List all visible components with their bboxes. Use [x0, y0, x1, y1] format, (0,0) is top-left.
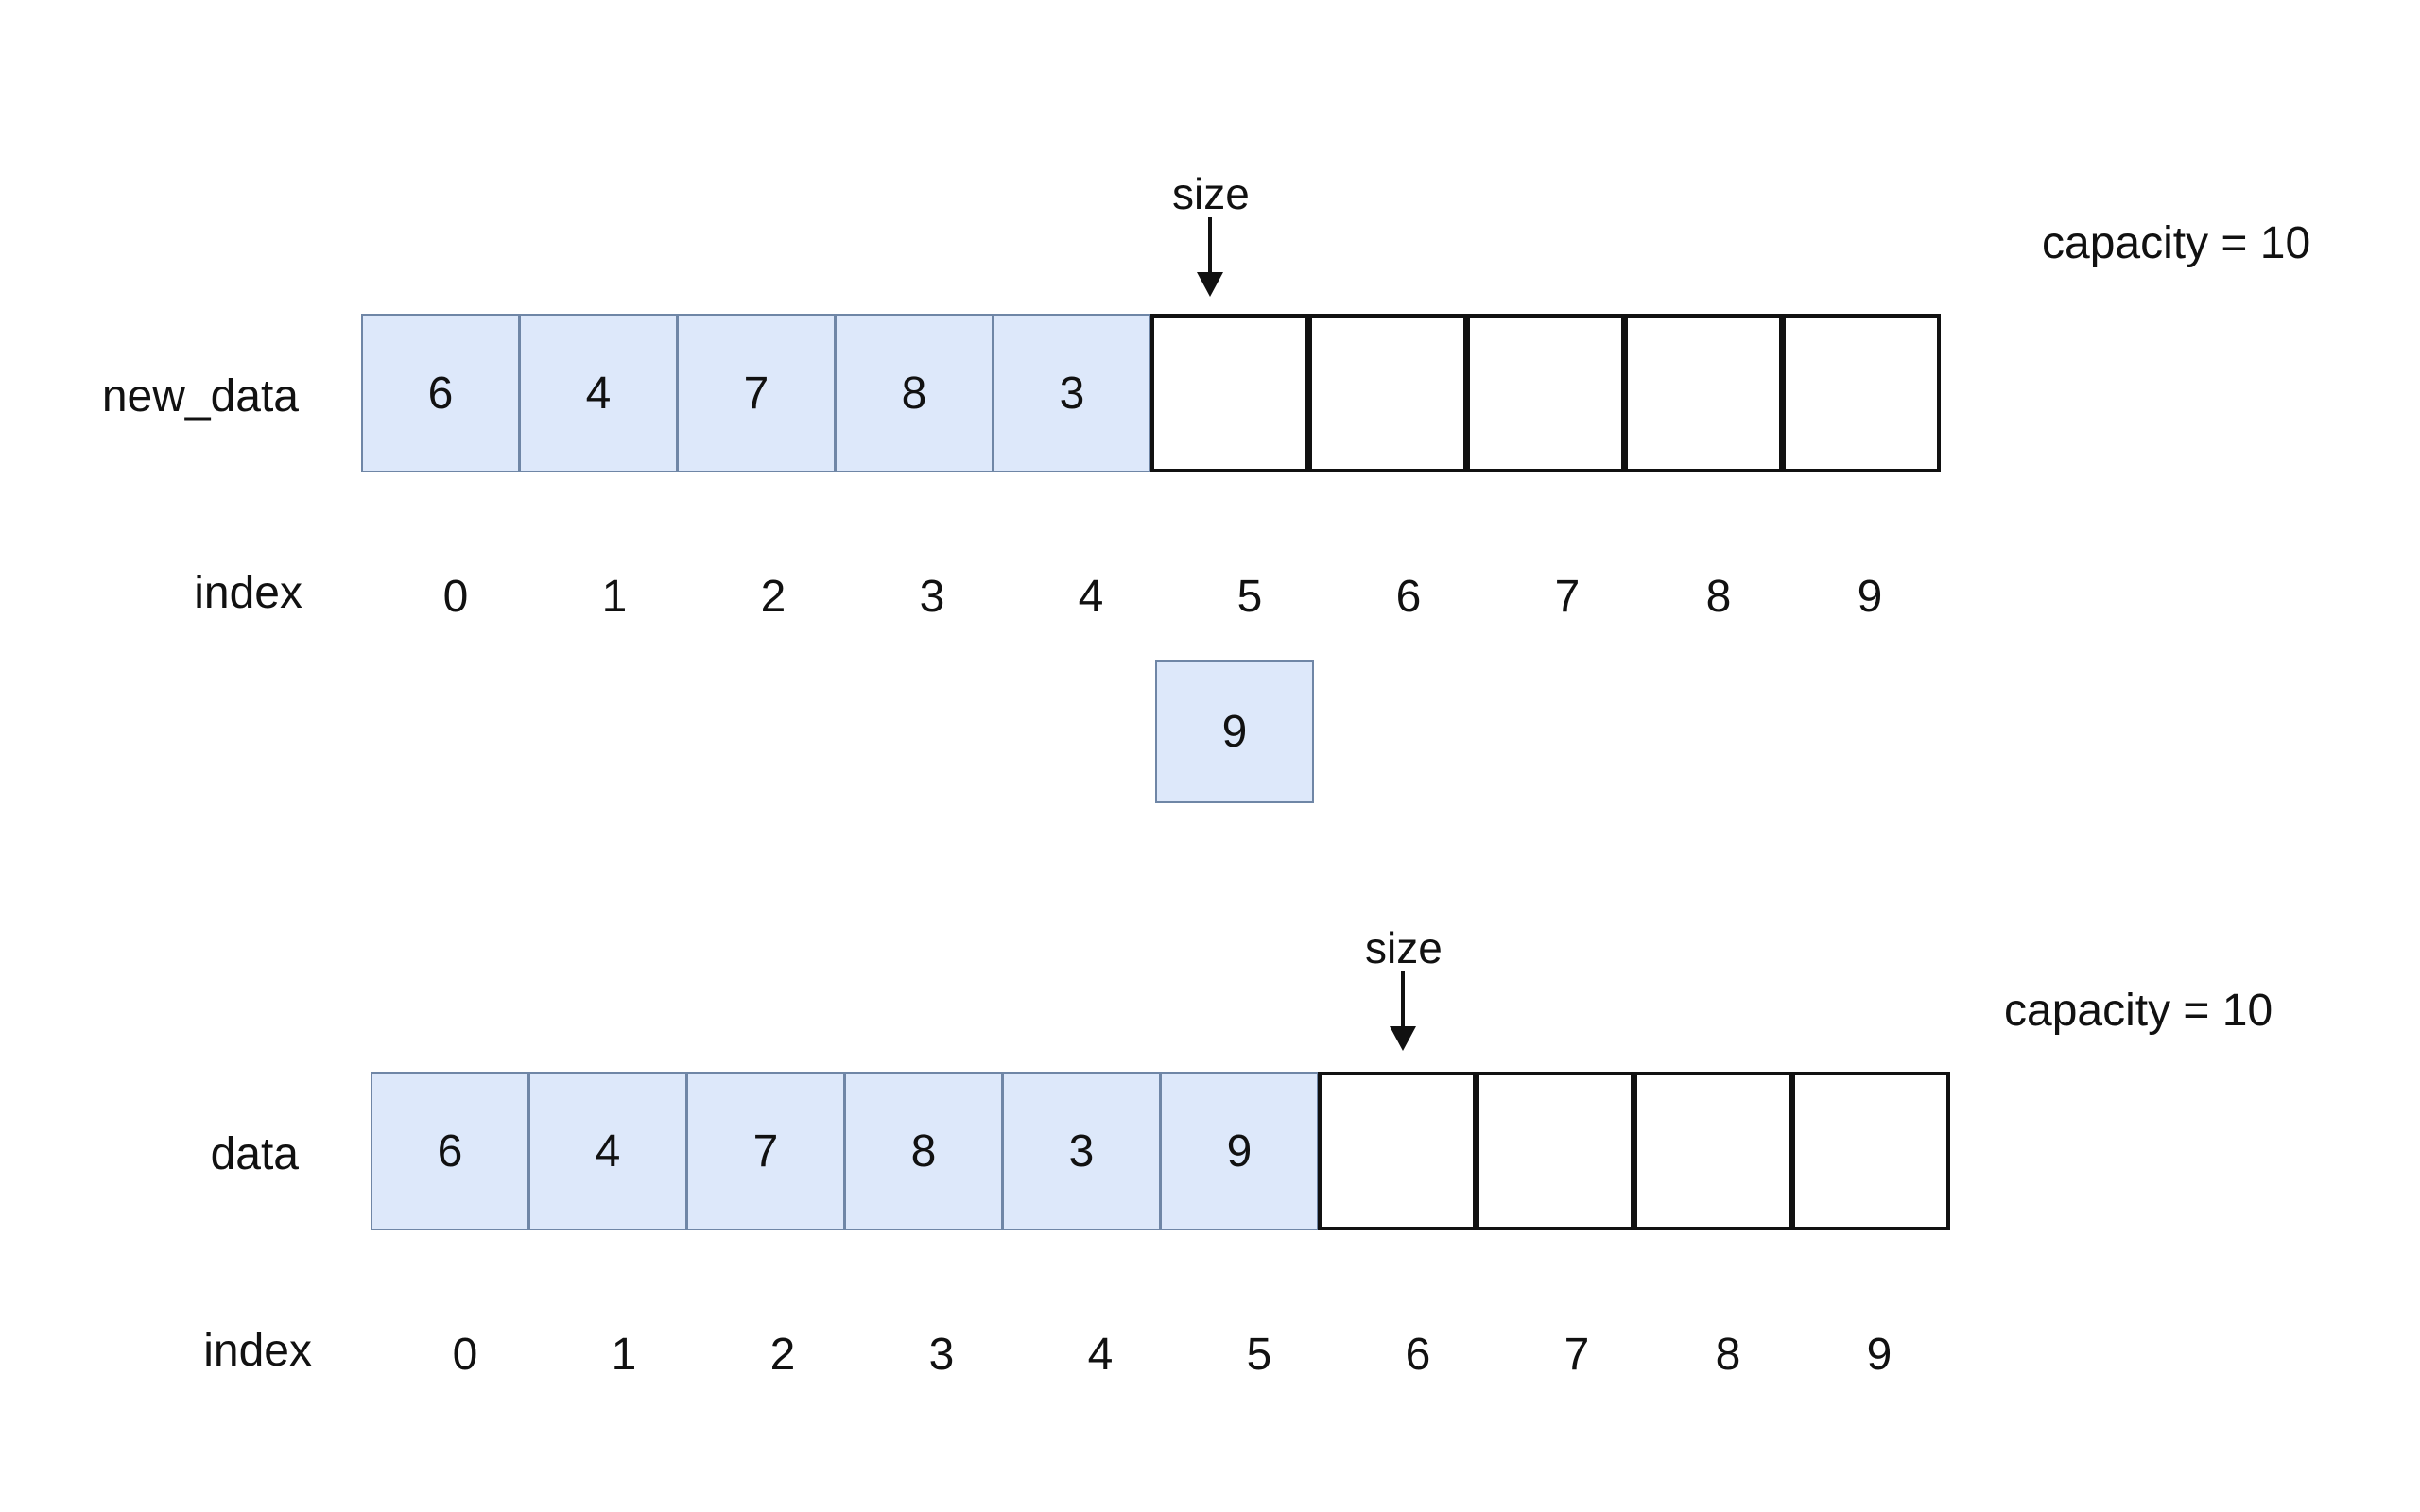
top-array-cell-empty — [1308, 314, 1467, 472]
bottom-array-cell-empty — [1791, 1072, 1950, 1230]
top-index-number: 0 — [442, 572, 469, 622]
top-array-cell-empty — [1782, 314, 1941, 472]
bottom-capacity-text: capacity = 10 — [2004, 986, 2273, 1036]
bottom-index-number: 6 — [1405, 1330, 1431, 1380]
top-size-label: size — [1172, 169, 1250, 218]
top-array-cell: 6 — [361, 314, 520, 472]
bottom-array-cell: 6 — [371, 1072, 529, 1230]
bottom-index-number: 2 — [769, 1330, 796, 1380]
top-index-number: 2 — [760, 572, 786, 622]
bottom-index-row: 0 1 2 3 4 5 6 7 8 9 — [386, 1329, 1993, 1385]
bottom-array-label: data — [210, 1129, 299, 1179]
bottom-index-number: 1 — [611, 1330, 637, 1380]
top-array-cell: 3 — [993, 314, 1151, 472]
bottom-size-label: size — [1365, 923, 1443, 972]
top-array-label: new_data — [101, 371, 299, 421]
top-index-number: 5 — [1236, 572, 1263, 622]
top-index-number: 7 — [1554, 572, 1581, 622]
bottom-index-number: 8 — [1715, 1330, 1741, 1380]
bottom-size-pointer: size — [1365, 923, 1443, 1055]
top-array-cell-empty — [1150, 314, 1309, 472]
top-array-cell: 4 — [519, 314, 678, 472]
top-index-number: 3 — [919, 572, 945, 622]
down-arrow-icon — [1197, 217, 1223, 297]
bottom-array: 6 4 7 8 3 9 — [371, 1072, 1950, 1230]
top-index-number: 1 — [601, 572, 628, 622]
bottom-index-number: 5 — [1246, 1330, 1272, 1380]
top-array-cell-empty — [1624, 314, 1783, 472]
bottom-index-number: 4 — [1087, 1330, 1114, 1380]
top-index-number: 9 — [1857, 572, 1883, 622]
bottom-index-number: 9 — [1866, 1330, 1893, 1380]
bottom-array-cell-empty — [1476, 1072, 1634, 1230]
top-array-cell: 7 — [677, 314, 836, 472]
bottom-index-number: 7 — [1564, 1330, 1590, 1380]
bottom-array-cell-empty — [1318, 1072, 1477, 1230]
top-size-pointer: size — [1172, 169, 1250, 301]
bottom-array-cell: 8 — [844, 1072, 1003, 1230]
top-index-number: 6 — [1395, 572, 1422, 622]
top-index-number: 8 — [1705, 572, 1732, 622]
bottom-array-cell: 3 — [1002, 1072, 1161, 1230]
top-array: 6 4 7 8 3 — [361, 314, 1941, 472]
bottom-index-number: 0 — [452, 1330, 478, 1380]
bottom-array-cell-empty — [1634, 1072, 1792, 1230]
top-index-row: 0 1 2 3 4 5 6 7 8 9 — [376, 571, 1983, 627]
bottom-array-cell: 7 — [686, 1072, 845, 1230]
top-index-label: index — [194, 568, 302, 618]
bottom-index-label: index — [203, 1326, 312, 1376]
top-capacity-text: capacity = 10 — [2042, 218, 2311, 268]
top-index-number: 4 — [1078, 572, 1104, 622]
down-arrow-icon — [1390, 971, 1416, 1051]
pending-element: 9 — [1155, 660, 1314, 803]
bottom-index-number: 3 — [928, 1330, 955, 1380]
bottom-array-cell: 9 — [1160, 1072, 1319, 1230]
top-array-cell-empty — [1466, 314, 1625, 472]
bottom-array-cell: 4 — [528, 1072, 687, 1230]
top-array-cell: 8 — [835, 314, 994, 472]
